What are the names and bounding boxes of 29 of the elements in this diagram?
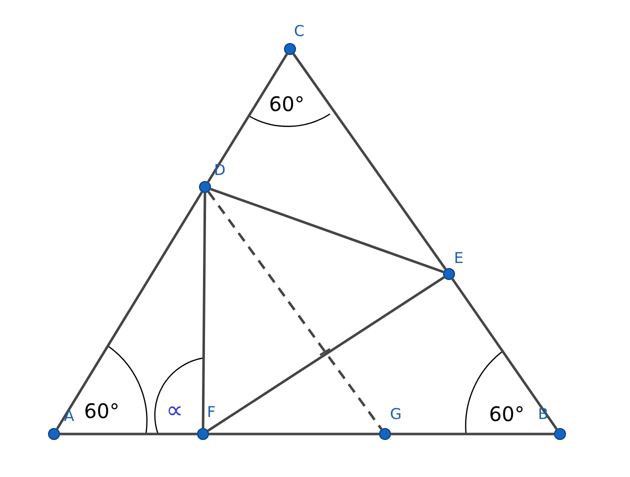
line-segment: [60, 432, 197, 436]
line-segment: [451, 278, 558, 430]
point-dot: [48, 428, 60, 440]
line-segment: [202, 192, 206, 428]
line-segment: [209, 432, 379, 436]
point-label: G: [390, 407, 402, 422]
point-label: C: [294, 24, 304, 39]
point-dot: [199, 181, 211, 193]
point-dot: [554, 428, 566, 440]
point-dot: [284, 43, 296, 55]
angle-label: 60°: [489, 404, 524, 424]
line-segment: [207, 53, 288, 183]
line-segment: [207, 276, 445, 432]
angle-label: 60°: [269, 94, 304, 114]
line-segment: [56, 191, 203, 430]
line-segment: [210, 188, 444, 274]
point-label: D: [214, 163, 226, 178]
point-label: B: [538, 407, 548, 422]
point-label: F: [207, 405, 216, 420]
angle-symbol: ∝: [166, 398, 184, 422]
point-dot: [197, 428, 209, 440]
point-dot: [379, 428, 391, 440]
point-dot: [443, 268, 455, 280]
line-segment: [208, 191, 382, 430]
point-label: E: [454, 251, 464, 266]
line-segment: [391, 432, 554, 436]
point-label: A: [64, 409, 74, 424]
angle-label: 60°: [84, 401, 120, 421]
line-segment: [292, 53, 447, 270]
